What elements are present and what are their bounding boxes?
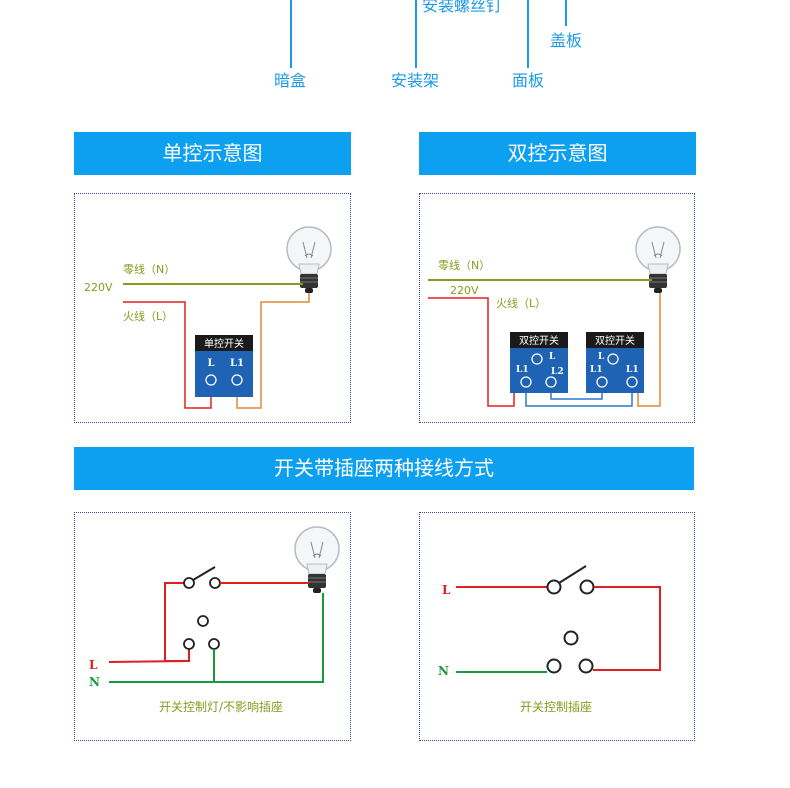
banner-double-control: 双控示意图 [419,132,696,175]
voltage-label: 220V [84,281,113,294]
sw2-terminal-l1: L1 [590,365,603,375]
double-switch-1-title: 双控开关 [519,334,559,347]
single-switch: 单控开关 L L1 [195,335,253,397]
single-control-diagram: 零线（N） 220V 火线（L） 单控开关 L L1 [84,226,332,409]
caption-lamp: 开关控制灯/不影响插座 [159,699,283,714]
double-control-diagram: 零线（N） 220V 火线（L） 双控开关 L L1 L2 双控开关 L [428,226,681,407]
banner-switch-socket: 开关带插座两种接线方式 [74,447,694,490]
label-n: N [438,664,449,678]
live-label: 火线（L） [123,309,173,323]
light-bulb-icon [286,226,332,293]
callout-cover: 盖板 [550,31,583,50]
callout-bracket: 安装架 [391,71,440,90]
panel-single-control: 零线（N） 220V 火线（L） 单控开关 L L1 [74,193,351,423]
live-label: 火线（L） [496,296,546,310]
panel-socket-lamp: L N 开关控制灯/不影响插座 [74,512,351,741]
voltage-label: 220V [450,284,479,297]
sw1-terminal-l2: L2 [551,367,564,377]
label-n: N [89,675,100,689]
double-switch-2-title: 双控开关 [595,334,635,347]
callout-line-box [290,0,292,68]
terminal-l: L [207,358,214,369]
callout-line-cover [565,0,567,26]
caption-socket: 开关控制插座 [520,699,592,714]
banner-single-control: 单控示意图 [74,132,351,175]
callout-line-bracket [415,0,417,68]
single-switch-title: 单控开关 [204,337,244,350]
panel-socket-control: L N 开关控制插座 [419,512,695,741]
double-switch-1: 双控开关 L L1 L2 [510,332,568,393]
double-switch-2: 双控开关 L L1 L1 [586,332,644,393]
sw2-terminal-l: L [598,352,605,362]
callout-box: 暗盒 [274,71,307,90]
label-l: L [442,583,451,597]
socket-control-diagram: L N 开关控制插座 [438,565,661,714]
label-l: L [89,658,98,672]
terminal-l1: L1 [230,358,244,369]
light-bulb-icon [294,526,340,593]
socket-lamp-diagram: L N 开关控制灯/不影响插座 [89,526,340,714]
neutral-label: 零线（N） [438,258,490,272]
callout-screw: 安装螺丝钉 [422,0,503,15]
callout-panel: 面板 [512,71,545,90]
panel-double-control: 零线（N） 220V 火线（L） 双控开关 L L1 L2 双控开关 L [419,193,695,423]
light-bulb-icon [635,226,681,293]
callout-line-panel [527,0,529,68]
sw1-terminal-l: L [549,352,556,362]
sw1-terminal-l1: L1 [516,365,529,375]
neutral-label: 零线（N） [123,262,175,276]
sw2-terminal-l1b: L1 [626,365,639,375]
